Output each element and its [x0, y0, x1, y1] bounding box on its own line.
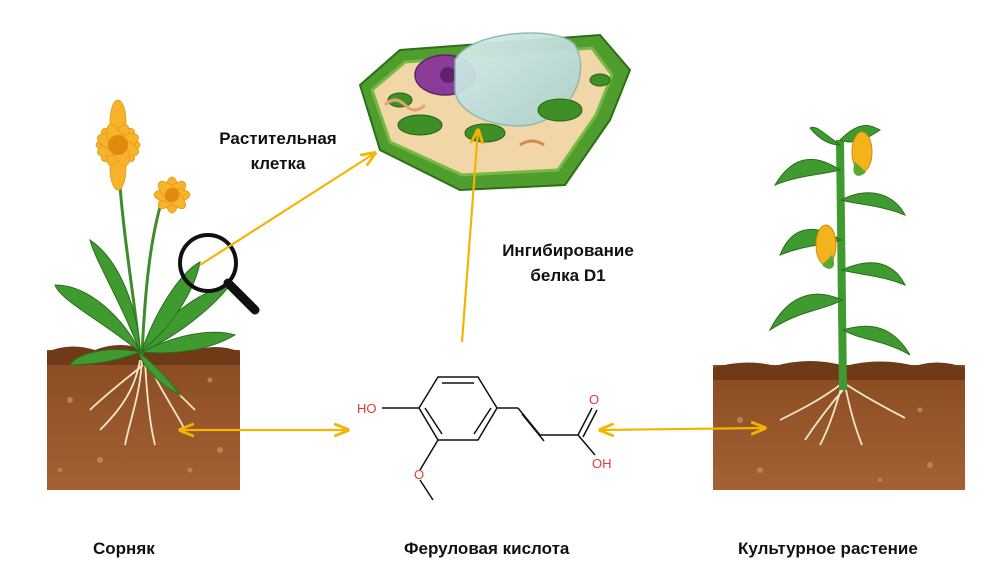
- crop-label: Культурное растение: [738, 539, 918, 558]
- inhibition-label: Ингибирование белка D1: [502, 241, 634, 285]
- weed-illustration: [47, 99, 260, 490]
- arrow-acid-to-cell: [460, 130, 478, 343]
- weed-soil: [47, 350, 240, 490]
- arrow-weed-to-cell: [199, 153, 375, 266]
- magnifier-icon: [178, 233, 260, 315]
- plant-cell-label: Растительная клетка: [219, 129, 337, 173]
- weed-flower-small-icon: [153, 176, 191, 214]
- weed-flower-icon: [95, 99, 141, 191]
- plant-cell-illustration: [358, 32, 632, 192]
- corn-cob-icon: [851, 131, 873, 176]
- ferulic-acid-label: Феруловая кислота: [404, 539, 570, 558]
- carboxyl-oh-label: OH: [592, 456, 612, 471]
- crop-illustration: [713, 125, 965, 490]
- corn-cob-lower-icon: [815, 224, 837, 269]
- arrow-acid-crop: [600, 428, 765, 430]
- methoxy-oxygen-label: O: [414, 467, 424, 482]
- weed-label: Сорняк: [93, 539, 155, 558]
- carbonyl-oxygen-label: O: [589, 392, 599, 407]
- hydroxyl-label: HO: [357, 401, 377, 416]
- ferulic-acid-structure: [382, 376, 598, 501]
